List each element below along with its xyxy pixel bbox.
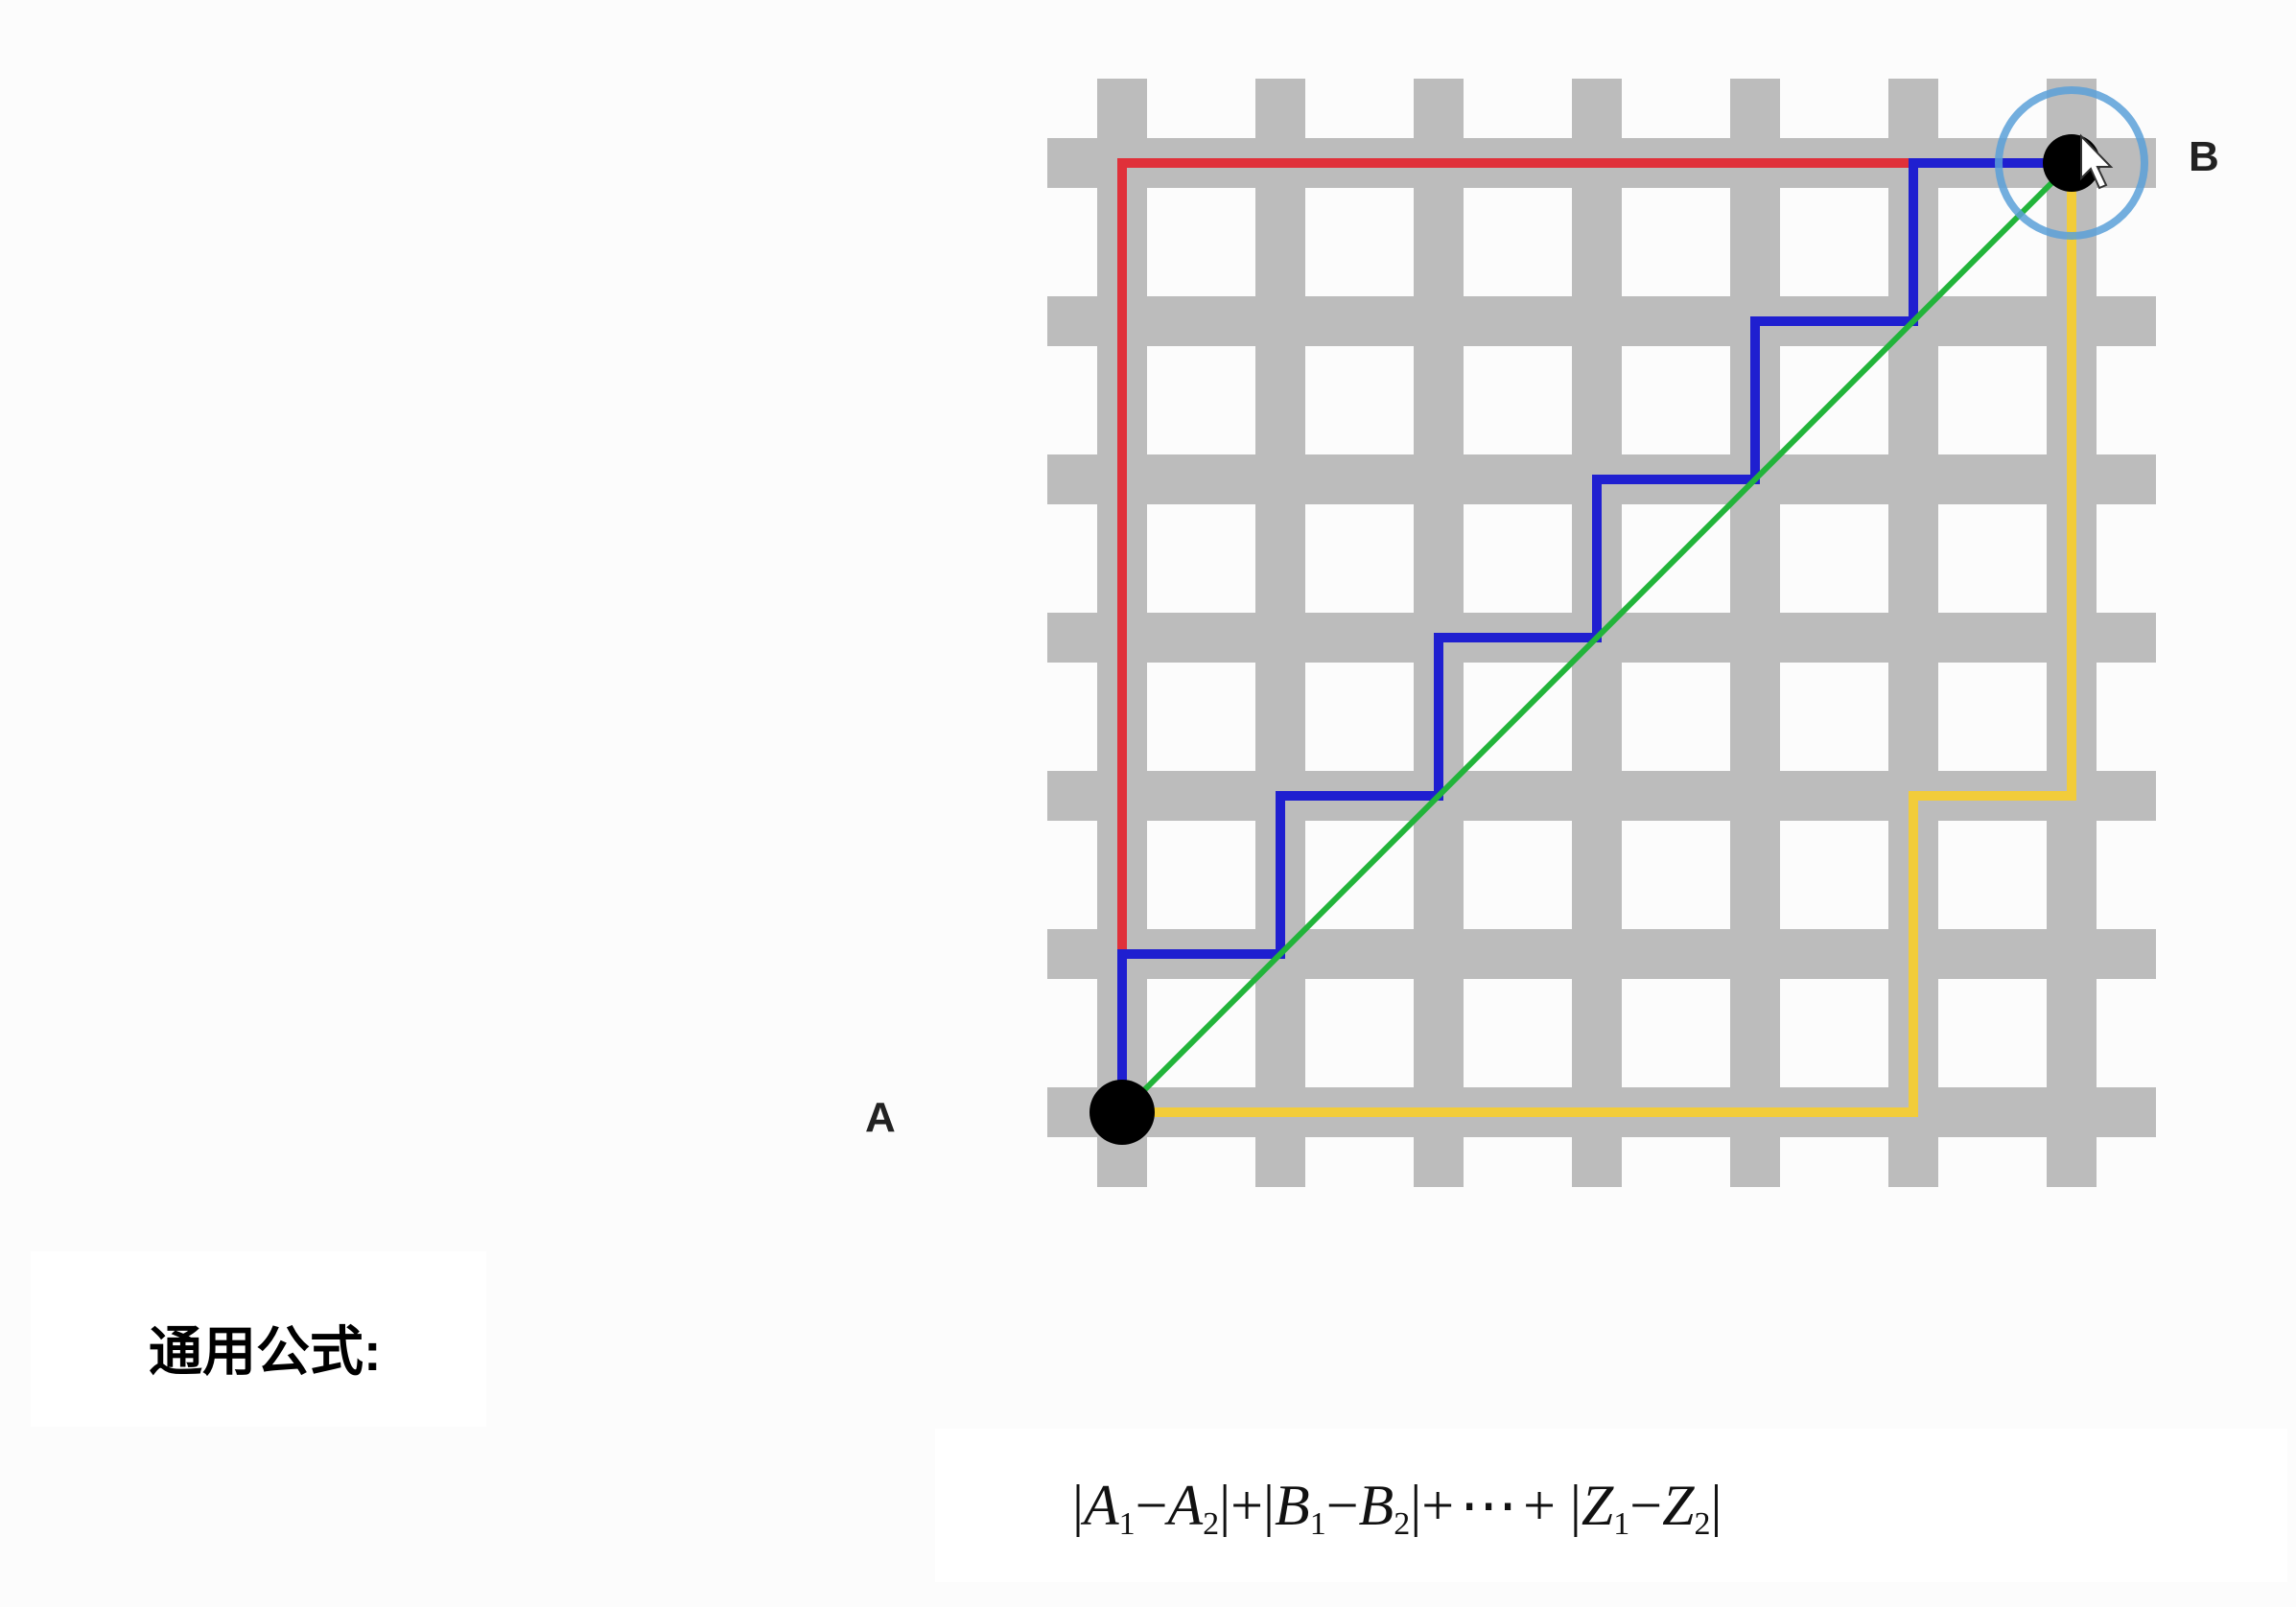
formula-ellipsis: ⋯ xyxy=(1460,1474,1518,1537)
formula-term: A xyxy=(1167,1474,1204,1537)
formula-label-panel xyxy=(31,1251,486,1427)
formula-term: B xyxy=(1275,1474,1310,1537)
green-diagonal-path xyxy=(1119,160,2074,1115)
yellow-path xyxy=(1122,163,2076,1117)
general-formula-label: 通用公式: xyxy=(149,1321,382,1382)
formula-term: Z xyxy=(1581,1474,1614,1537)
red-path xyxy=(1117,158,2072,1112)
formula-term: Z xyxy=(1662,1474,1695,1537)
formula-term: B xyxy=(1358,1474,1394,1537)
formula-term: A xyxy=(1084,1474,1119,1537)
formula-subscript: 1 xyxy=(1613,1506,1630,1542)
point-a-label: A xyxy=(865,1094,896,1141)
formula-subscript: 2 xyxy=(1694,1506,1711,1542)
formula-subscript: 1 xyxy=(1118,1506,1136,1542)
point-b-label: B xyxy=(2189,133,2219,180)
mouse-cursor-icon xyxy=(2080,133,2114,190)
formula-subscript: 2 xyxy=(1394,1506,1411,1542)
grid-street-horizontal xyxy=(1047,296,2156,346)
formula-subscript: 2 xyxy=(1203,1506,1220,1542)
paths-layer xyxy=(1117,158,2076,1117)
point-b-highlight-ring xyxy=(1995,86,2148,240)
formula-subscript: 1 xyxy=(1309,1506,1326,1542)
manhattan-distance-formula: |A1−A2|+|B1−B2|+⋯+ |Z1−Z2| xyxy=(1072,1474,1722,1542)
formula-panel xyxy=(935,1429,2287,1582)
point-a-dot xyxy=(1089,1080,1155,1145)
